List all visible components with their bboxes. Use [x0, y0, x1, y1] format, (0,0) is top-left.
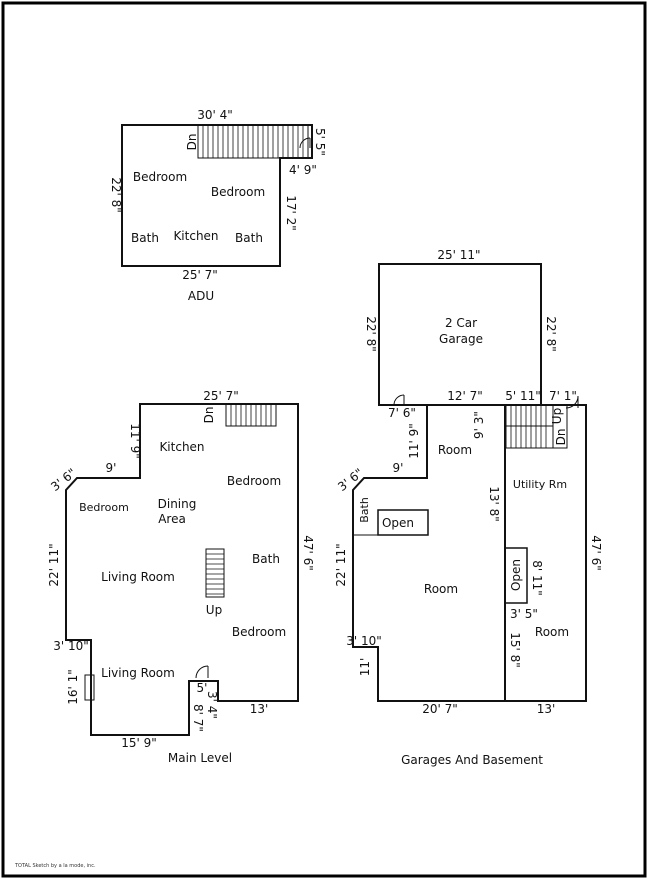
basement-room-right: Room [535, 625, 569, 639]
main-stair-up-treads [206, 553, 224, 595]
main-dim-bottom-right: 13' [250, 702, 269, 716]
basement-dim-bottom-right: 13' [537, 702, 556, 716]
basement-door-swing-left [393, 394, 405, 406]
main-dim-bottom-left: 15' 9" [121, 736, 157, 750]
basement-plan: Up Dn Room Bath Open Room Utility Rm Ope… [334, 389, 603, 767]
basement-room-top: Room [438, 443, 472, 457]
basement-dim-top-stair: 5' 11" [505, 389, 541, 403]
main-dining-line2: Area [158, 512, 186, 526]
basement-room-main: Room [424, 582, 458, 596]
main-bedroom-left: Bedroom [79, 501, 129, 514]
basement-dim-left-top: 11' 9" [407, 423, 421, 459]
main-dim-top: 25' 7" [203, 389, 239, 403]
main-dim-angle: 3' 6" [48, 466, 79, 494]
basement-open-horizontal [377, 509, 429, 536]
main-dim-lower-left: 16' 1" [66, 669, 80, 705]
basement-bath: Bath [358, 497, 371, 523]
adu-dim-notch-width: 4' 9" [289, 163, 317, 177]
adu-dim-left: 22' 8" [109, 177, 123, 213]
main-dim-notch-depth: 8' 7" [191, 704, 205, 732]
adu-bath-1: Bath [131, 231, 159, 245]
adu-dim-top: 30' 4" [197, 108, 233, 122]
main-dining-line1: Dining [158, 497, 197, 511]
adu-caption: ADU [188, 289, 214, 303]
main-fireplace [84, 674, 95, 701]
main-dim-kitchen-left: 11' 9" [128, 423, 142, 459]
basement-stair-up-label: Up [550, 408, 564, 424]
garage-label-line2: Garage [439, 332, 483, 346]
main-level-plan: Dn Up Kitchen Bedroom Bedroom Dining Are… [47, 389, 315, 765]
basement-open-vertical [504, 547, 528, 604]
main-dim-step-top: 9' [106, 461, 117, 475]
main-stair-down-treads [230, 404, 272, 426]
adu-plan: Dn Bedroom Bedroom Bath Kitchen Bath 30'… [109, 108, 327, 303]
adu-stair-treads [202, 125, 304, 158]
basement-dim-partition-low: 15' 8" [508, 632, 522, 668]
basement-dim-left: 22' 11" [334, 543, 348, 586]
adu-bath-2: Bath [235, 231, 263, 245]
main-stair-down-label: Dn [202, 407, 216, 424]
main-bedroom-lower: Bedroom [232, 625, 286, 639]
adu-stair-label: Dn [185, 134, 199, 151]
garage-label-line1: 2 Car [445, 316, 477, 330]
main-door-swing [195, 665, 209, 679]
garage-plan: 2 Car Garage 25' 11" 22' 8" 22' 8" [364, 248, 558, 406]
main-dim-step-lower: 3' 10" [53, 639, 89, 653]
software-credit: TOTAL Sketch by a la mode, inc. [14, 863, 96, 869]
basement-dim-top-mid: 12' 7" [447, 389, 483, 403]
main-kitchen: Kitchen [159, 440, 204, 454]
garage-dim-right: 22' 8" [544, 316, 558, 352]
basement-open-vertical-label: Open [509, 559, 523, 591]
adu-door-swing [299, 137, 311, 149]
basement-dim-lower-left: 11' [358, 658, 372, 677]
main-level-outline [65, 403, 299, 736]
basement-dim-bottom-mid: 20' 7" [422, 702, 458, 716]
basement-dim-top-left-stub: 7' 6" [388, 406, 416, 420]
main-stair-up [205, 548, 225, 598]
main-dim-notch-width: 5' [197, 681, 208, 695]
garage-dim-top: 25' 11" [437, 248, 480, 262]
basement-utility: Utility Rm [513, 478, 567, 491]
main-dim-notch-inner: 3' 4" [205, 691, 219, 719]
basement-dim-partition-top: 9' 3" [472, 411, 486, 439]
garage-dim-left: 22' 8" [364, 316, 378, 352]
main-level-caption: Main Level [168, 751, 232, 765]
basement-outline [352, 404, 587, 702]
basement-dim-step-lower: 3' 10" [346, 634, 382, 648]
adu-bedroom-1: Bedroom [133, 170, 187, 184]
adu-dim-bottom: 25' 7" [182, 268, 218, 282]
main-living-room-2: Living Room [101, 666, 175, 680]
adu-dim-right: 17' 2" [284, 195, 298, 231]
main-bedroom-upper: Bedroom [227, 474, 281, 488]
basement-stair-landing [552, 404, 568, 449]
main-dim-left: 22' 11" [47, 543, 61, 586]
main-stair-up-label: Up [206, 603, 222, 617]
basement-open-horizontal-label: Open [382, 516, 414, 530]
basement-stair-down-label: Dn [554, 429, 568, 446]
basement-dim-step-top: 9' [393, 461, 404, 475]
basement-caption: Garages And Basement [401, 753, 543, 767]
adu-kitchen: Kitchen [173, 229, 218, 243]
basement-dim-partition-mid: 13' 8" [487, 486, 501, 522]
basement-dim-right: 47' 6" [589, 535, 603, 571]
basement-dim-top-right: 7' 1" [549, 389, 577, 403]
main-living-room: Living Room [101, 570, 175, 584]
basement-stair-treads [510, 405, 547, 448]
adu-dim-notch-depth: 5' 5" [313, 128, 327, 156]
basement-dim-angle: 3' 6" [335, 466, 366, 494]
basement-dim-open-height: 8' 11" [530, 560, 544, 596]
main-dim-right: 47' 6" [301, 535, 315, 571]
main-bath: Bath [252, 552, 280, 566]
basement-dim-open-width: 3' 5" [510, 607, 538, 621]
adu-bedroom-2: Bedroom [211, 185, 265, 199]
